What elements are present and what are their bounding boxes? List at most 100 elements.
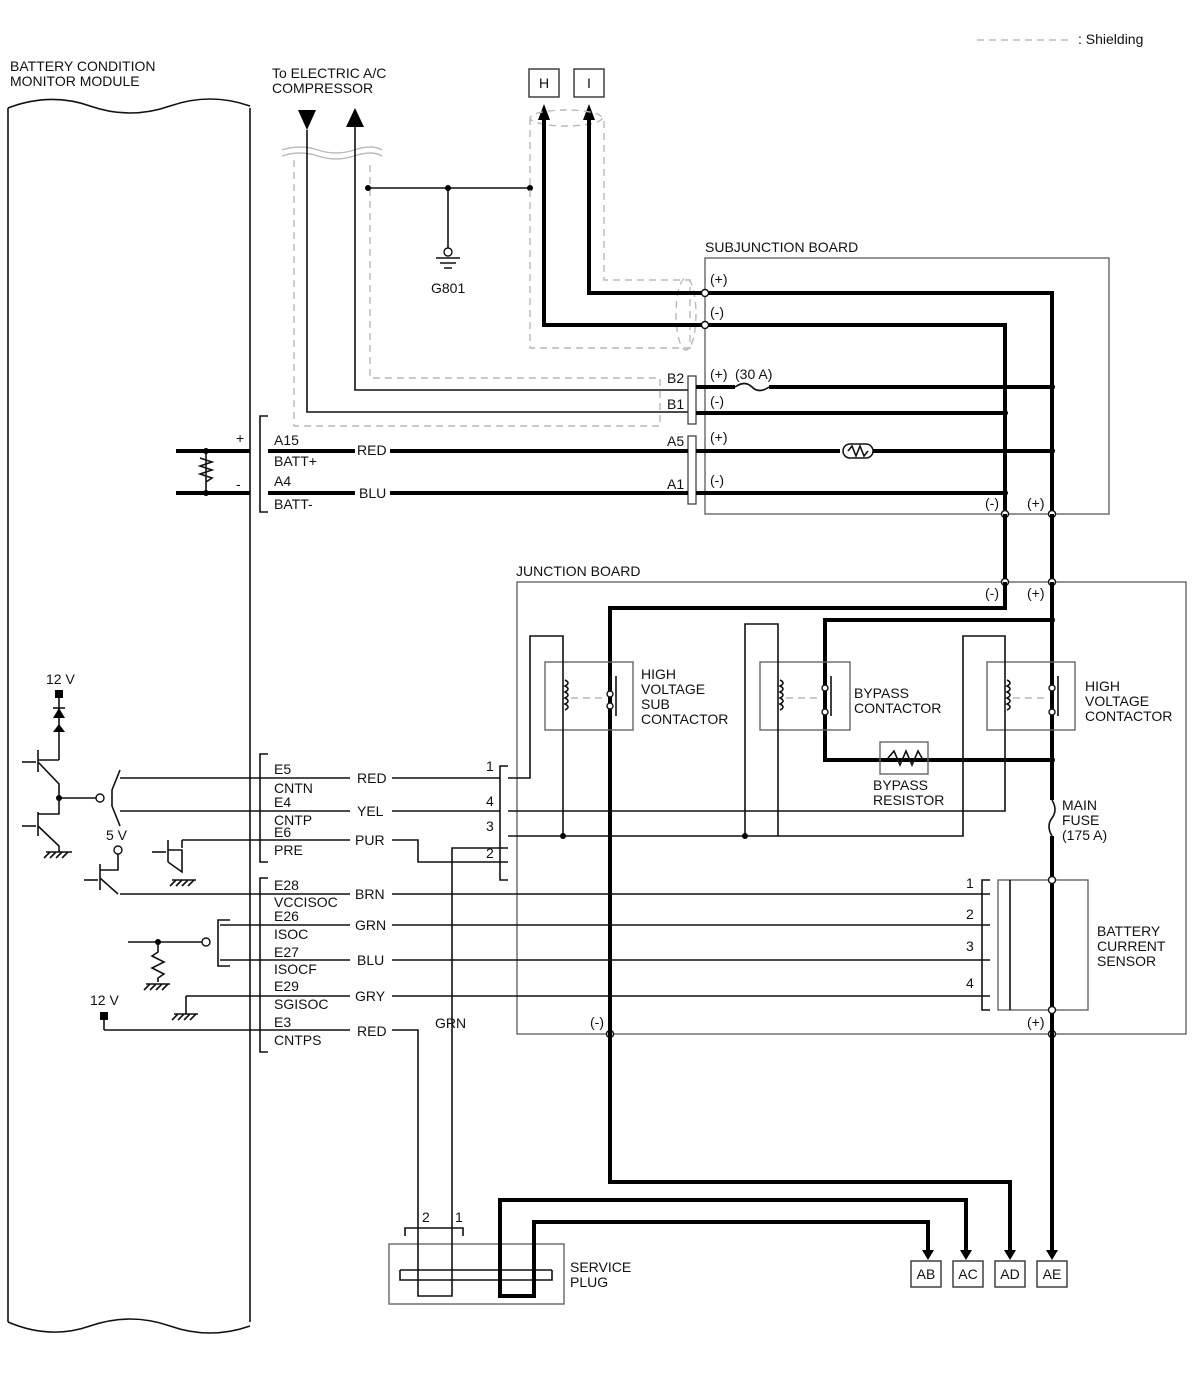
svg-text:GRY: GRY [355,988,386,1004]
fuse-30a-label: (30 A) [735,366,772,382]
svg-text:PLUG: PLUG [570,1274,608,1290]
connector-ae: AE [1036,1250,1068,1288]
svg-text:B2: B2 [667,370,684,386]
ground-icon [436,257,460,269]
svg-text:GRN: GRN [355,917,386,933]
svg-text:AE: AE [1043,1266,1062,1282]
svg-text:CONTACTOR: CONTACTOR [1085,708,1172,724]
svg-text:(-): (-) [710,304,724,320]
junction-connector: 1 4 3 2 [486,758,508,881]
voltage-5v: 5 V [106,827,128,843]
junction-board: JUNCTION BOARD (-) (+) (-) (+) [516,563,1187,1039]
svg-text:BLU: BLU [357,952,384,968]
svg-text:PRE: PRE [274,842,303,858]
svg-text:BATT-: BATT- [274,496,313,512]
grn-wire-label: GRN [435,1015,466,1031]
battery-condition-monitor-module: BATTERY CONDITION MONITOR MODULE [7,58,251,1334]
svg-text:CONTACTOR: CONTACTOR [641,711,728,727]
svg-text:FUSE: FUSE [1062,812,1099,828]
module-title-line1: BATTERY CONDITION [10,58,155,74]
module-title-line2: MONITOR MODULE [10,73,140,89]
voltage-12v-bottom: 12 V [90,992,119,1008]
ground-icon [171,996,198,1021]
bypass-contactor: BYPASS CONTACTOR [759,661,941,731]
svg-text:(+): (+) [1027,1014,1045,1030]
svg-text:RED: RED [357,1023,387,1039]
minus-sign: - [236,476,241,492]
svg-text:(-): (-) [590,1014,604,1030]
svg-text:YEL: YEL [357,803,384,819]
main-fuse: MAIN FUSE (175 A) [1048,797,1107,1034]
svg-text:E27: E27 [274,944,299,960]
resistor-icon [150,942,166,982]
connector-i: I [573,68,605,120]
plus-sign: + [236,430,244,446]
ground-icon [143,983,170,991]
voltage-12v-top: 12 V [46,671,75,687]
svg-text:B1: B1 [667,396,684,412]
svg-text:SUB: SUB [641,696,670,712]
svg-text:CNTN: CNTN [274,780,313,796]
arrow-up-icon [346,108,364,127]
resistor-icon [887,748,923,768]
junction-title: JUNCTION BOARD [516,563,640,579]
shielding-legend: : Shielding [977,31,1143,47]
arrow-down-icon [922,1250,934,1260]
svg-text:3: 3 [966,938,974,954]
svg-text:SERVICE: SERVICE [570,1259,631,1275]
svg-text:H: H [539,75,549,91]
svg-text:2: 2 [966,906,974,922]
svg-text:(+): (+) [710,271,728,287]
svg-text:1: 1 [455,1209,463,1225]
svg-text:A15: A15 [274,432,299,448]
svg-text:RESISTOR: RESISTOR [873,792,944,808]
svg-text:BYPASS: BYPASS [854,685,909,701]
ground-label: G801 [431,280,465,296]
coil-icon [778,679,784,711]
svg-text:(+): (+) [1027,585,1045,601]
svg-text:(+): (+) [1027,495,1045,511]
svg-text:AC: AC [958,1266,977,1282]
subjunction-board: SUBJUNCTION BOARD (+) (-) (+) (-) (+) (-… [667,239,1110,519]
svg-text:CONTACTOR: CONTACTOR [854,700,941,716]
ground-g801: G801 [365,185,533,296]
svg-text:1: 1 [486,758,494,774]
fuse-30a-icon [734,382,770,392]
connector-ab: AB [910,1250,942,1288]
svg-text:A1: A1 [667,476,684,492]
svg-text:E6: E6 [274,824,291,840]
connector-ac: AC [952,1250,984,1288]
svg-text:AB: AB [917,1266,936,1282]
ac-compressor-feed: To ELECTRIC A/C COMPRESSOR [272,65,690,427]
svg-text:E5: E5 [274,761,291,777]
ground-icon [169,879,196,887]
svg-text:A4: A4 [274,473,291,489]
svg-text:BATTERY: BATTERY [1097,923,1161,939]
svg-text:1: 1 [966,875,974,891]
connector-ad: AD [994,1250,1026,1288]
service-plug: 2 1 SERVICE PLUG [388,1209,631,1305]
coil-icon [563,679,569,711]
svg-text:(-): (-) [710,472,724,488]
svg-text:2: 2 [486,845,494,861]
svg-text:BLU: BLU [359,485,386,501]
high-voltage-contactor: HIGH VOLTAGE CONTACTOR [986,661,1172,731]
svg-text:3: 3 [486,818,494,834]
svg-text:CNTP: CNTP [274,812,312,828]
svg-text:4: 4 [966,975,974,991]
resistor-icon [197,457,215,483]
transistor-circuit: 12 V 5 V 12 V [22,671,230,1030]
svg-text:HIGH: HIGH [641,666,676,682]
svg-text:E28: E28 [274,877,299,893]
svg-text:(175 A): (175 A) [1062,827,1107,843]
svg-text:BRN: BRN [355,886,385,902]
subjunction-title: SUBJUNCTION BOARD [705,239,858,255]
arrow-down-icon [298,110,316,130]
svg-text:PUR: PUR [355,832,385,848]
compressor-label-line1: To ELECTRIC A/C [272,65,386,81]
svg-text:E3: E3 [274,1014,291,1030]
svg-text:ISOC: ISOC [274,926,308,942]
svg-text:MAIN: MAIN [1062,797,1097,813]
arrow-down-icon [960,1250,972,1260]
